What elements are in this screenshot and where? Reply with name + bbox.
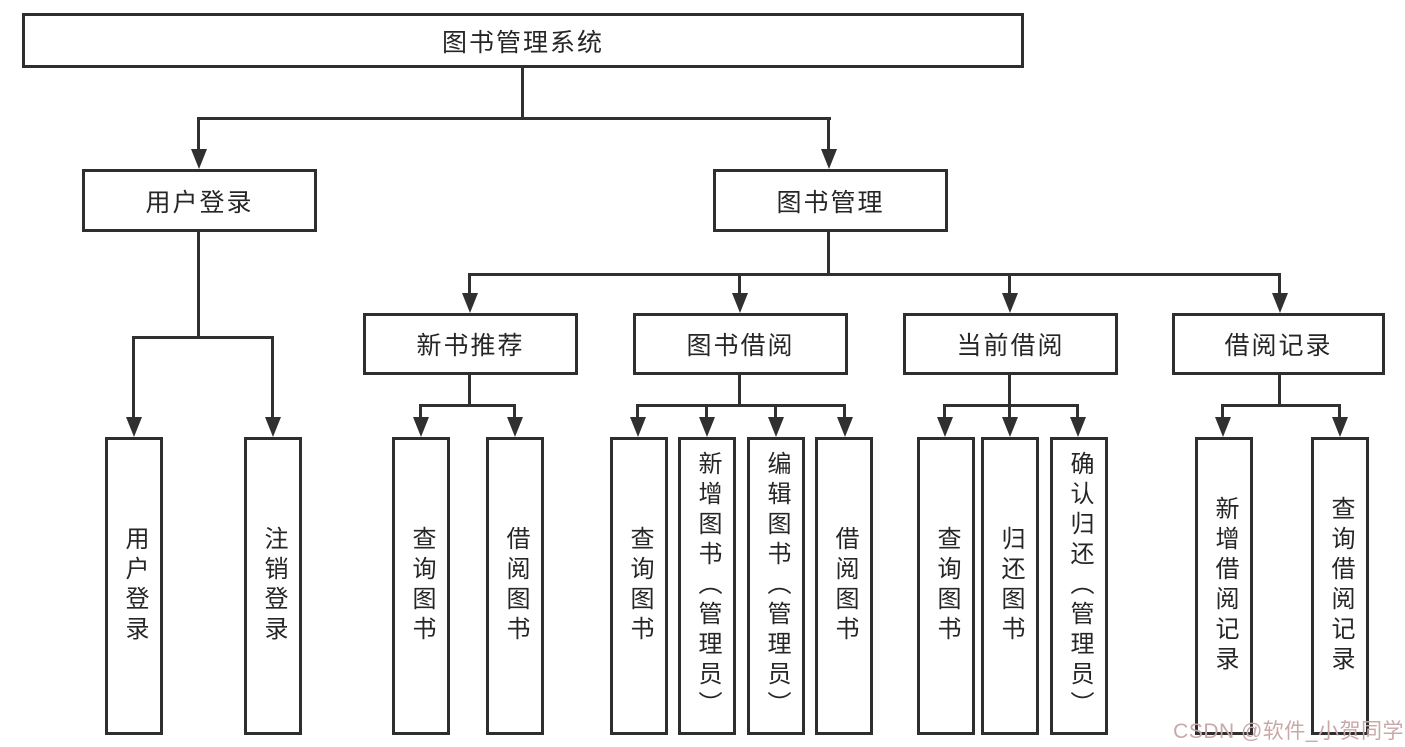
leaf-label: 查询图书 bbox=[408, 526, 435, 646]
connector-line bbox=[197, 232, 200, 336]
connector-line bbox=[1076, 404, 1079, 417]
connector-line bbox=[943, 404, 946, 417]
leaf-edit-book-admin: 编辑图书（管理员） bbox=[747, 437, 805, 735]
arrow-down-icon bbox=[937, 417, 953, 437]
node-label: 图书管理 bbox=[776, 188, 885, 217]
leaf-query-borrow-record: 查询借阅记录 bbox=[1311, 437, 1369, 735]
leaf-return-book: 归还图书 bbox=[981, 437, 1039, 735]
leaf-add-borrow-record: 新增借阅记录 bbox=[1195, 437, 1253, 735]
connector-line bbox=[1008, 273, 1011, 293]
connector-line bbox=[468, 375, 471, 404]
connector-line bbox=[132, 336, 135, 417]
arrow-down-icon bbox=[507, 417, 523, 437]
node-label: 借阅记录 bbox=[1224, 332, 1333, 360]
connector-line bbox=[513, 404, 516, 417]
connector-line bbox=[1221, 404, 1224, 417]
connector-line bbox=[636, 404, 639, 417]
arrow-down-icon bbox=[1070, 417, 1086, 437]
connector-line bbox=[636, 404, 846, 407]
connector-line bbox=[1008, 404, 1011, 417]
connector-line bbox=[1008, 375, 1011, 404]
node-label: 用户登录 bbox=[145, 188, 254, 217]
arrow-down-icon bbox=[1002, 417, 1018, 437]
node-label: 当前借阅 bbox=[956, 332, 1065, 360]
connector-line bbox=[468, 273, 471, 293]
arrow-down-icon bbox=[191, 149, 207, 169]
leaf-label: 确认归还（管理员） bbox=[1066, 451, 1093, 721]
connector-line bbox=[774, 404, 777, 417]
node-book-management: 图书管理 bbox=[713, 169, 948, 232]
connector-line bbox=[197, 117, 200, 149]
leaf-label: 借阅图书 bbox=[831, 526, 858, 646]
arrow-down-icon bbox=[837, 417, 853, 437]
node-label: 新书推荐 bbox=[416, 332, 525, 360]
arrow-down-icon bbox=[462, 293, 478, 313]
connector-line bbox=[1278, 273, 1281, 293]
leaf-borrow-books-recommend: 借阅图书 bbox=[486, 437, 544, 735]
arrow-down-icon bbox=[768, 417, 784, 437]
node-book-borrow: 图书借阅 bbox=[633, 313, 848, 375]
node-label: 图书管理系统 bbox=[441, 28, 604, 57]
connector-line bbox=[1221, 404, 1341, 407]
arrow-down-icon bbox=[1002, 293, 1018, 313]
leaf-user-login: 用户登录 bbox=[105, 437, 163, 735]
arrow-down-icon bbox=[630, 417, 646, 437]
arrow-down-icon bbox=[1332, 417, 1348, 437]
connector-line bbox=[468, 273, 1281, 276]
node-current-borrow: 当前借阅 bbox=[903, 313, 1118, 375]
arrow-down-icon bbox=[732, 293, 748, 313]
leaf-query-books-current: 查询图书 bbox=[917, 437, 975, 735]
leaf-label: 新增借阅记录 bbox=[1211, 496, 1238, 676]
connector-line bbox=[1338, 404, 1341, 417]
connector-line bbox=[197, 117, 831, 120]
connector-line bbox=[943, 404, 1079, 407]
node-root-library-system: 图书管理系统 bbox=[22, 13, 1024, 68]
leaf-label: 查询图书 bbox=[626, 526, 653, 646]
arrow-down-icon bbox=[413, 417, 429, 437]
csdn-watermark: CSDN @软件_小贺同学 bbox=[1173, 720, 1404, 743]
leaf-confirm-return-admin: 确认归还（管理员） bbox=[1050, 437, 1108, 735]
arrow-down-icon bbox=[1272, 293, 1288, 313]
leaf-label: 查询借阅记录 bbox=[1327, 496, 1354, 676]
node-user-login: 用户登录 bbox=[82, 169, 317, 232]
leaf-label: 编辑图书（管理员） bbox=[763, 451, 790, 721]
connector-line bbox=[132, 336, 274, 339]
connector-line bbox=[705, 404, 708, 417]
arrow-down-icon bbox=[1215, 417, 1231, 437]
leaf-label: 借阅图书 bbox=[502, 526, 529, 646]
connector-line bbox=[843, 404, 846, 417]
connector-line bbox=[827, 117, 830, 149]
leaf-label: 归还图书 bbox=[997, 526, 1024, 646]
connector-line bbox=[827, 232, 830, 273]
connector-line bbox=[738, 273, 741, 293]
leaf-borrow-books: 借阅图书 bbox=[815, 437, 873, 735]
node-new-book-recommend: 新书推荐 bbox=[363, 313, 578, 375]
leaf-logout: 注销登录 bbox=[244, 437, 302, 735]
arrow-down-icon bbox=[699, 417, 715, 437]
node-borrow-records: 借阅记录 bbox=[1172, 313, 1385, 375]
leaf-label: 用户登录 bbox=[121, 526, 148, 646]
leaf-label: 查询图书 bbox=[933, 526, 960, 646]
connector-line bbox=[419, 404, 422, 417]
connector-line bbox=[271, 336, 274, 417]
leaf-query-books-recommend: 查询图书 bbox=[392, 437, 450, 735]
connector-line bbox=[419, 404, 516, 407]
connector-line bbox=[738, 375, 741, 404]
leaf-query-books-borrow: 查询图书 bbox=[610, 437, 668, 735]
connector-line bbox=[521, 68, 524, 117]
leaf-label: 新增图书（管理员） bbox=[694, 451, 721, 721]
node-label: 图书借阅 bbox=[686, 332, 795, 360]
leaf-add-book-admin: 新增图书（管理员） bbox=[678, 437, 736, 735]
arrow-down-icon bbox=[821, 149, 837, 169]
arrow-down-icon bbox=[126, 417, 142, 437]
connector-line bbox=[1278, 375, 1281, 404]
arrow-down-icon bbox=[265, 417, 281, 437]
leaf-label: 注销登录 bbox=[260, 526, 287, 646]
